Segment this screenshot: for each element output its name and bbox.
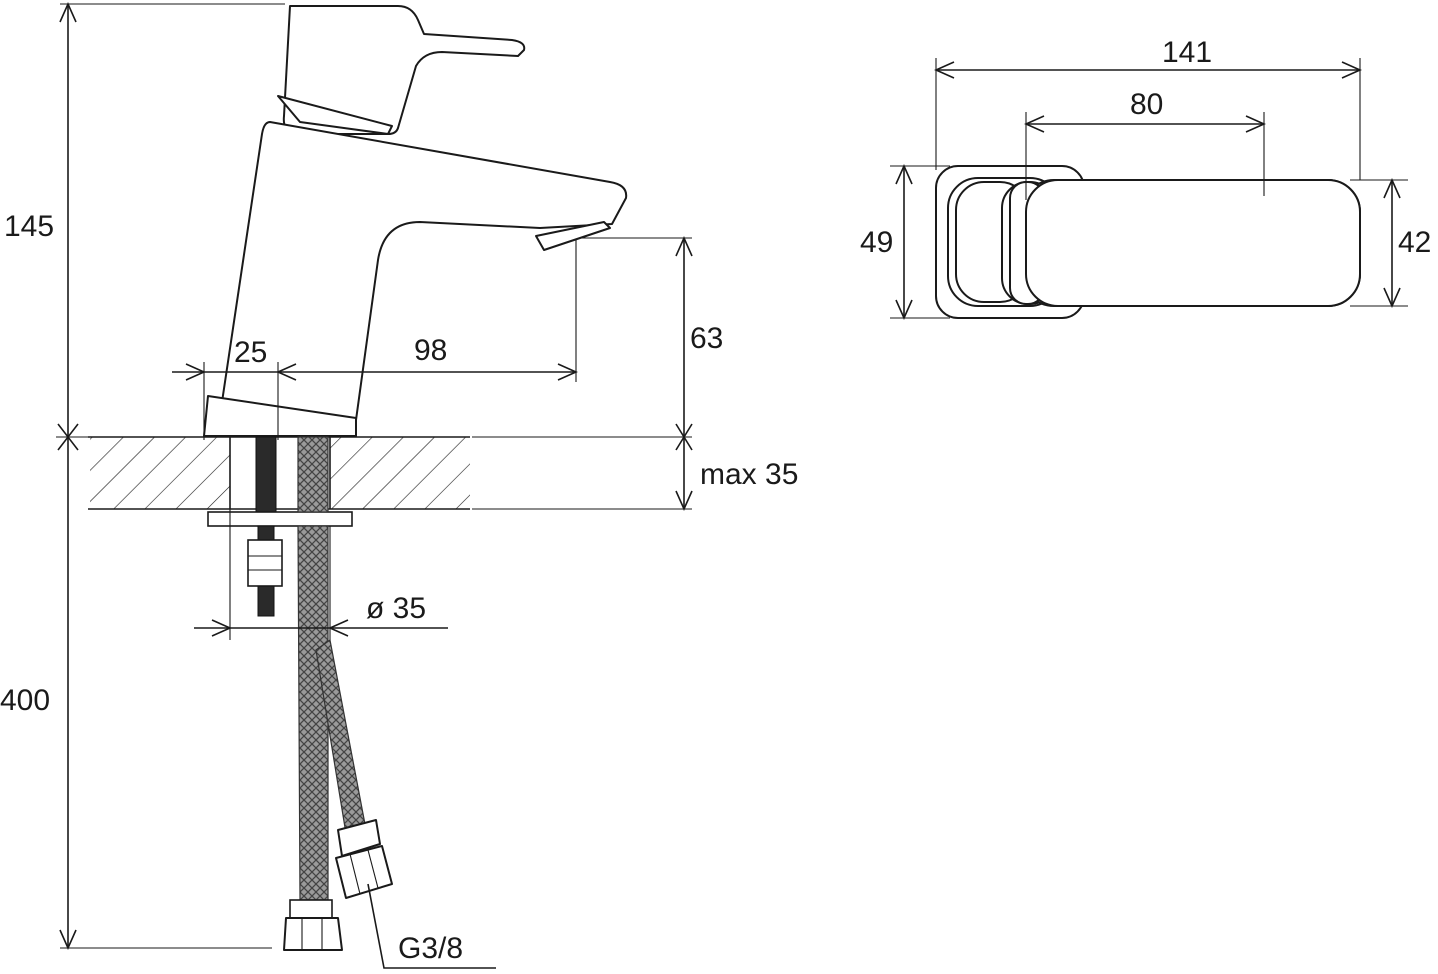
countertop-section — [88, 436, 470, 510]
label-spout-height: 63 — [690, 322, 723, 355]
dimension-lines-side — [56, 2, 693, 969]
label-total-height: 145 — [4, 210, 54, 243]
mounting-hardware — [207, 436, 353, 617]
label-handle-length: 80 — [1130, 88, 1163, 121]
label-top-view-length: 141 — [1162, 36, 1212, 69]
supply-hoses — [283, 436, 393, 951]
label-handle-width: 42 — [1398, 226, 1431, 259]
label-counter-thickness: max 35 — [700, 458, 798, 491]
label-spout-reach: 98 — [414, 334, 447, 367]
label-hose-length: 400 — [0, 684, 50, 717]
label-base-width: 49 — [860, 226, 893, 259]
dimension-lines-top — [890, 58, 1408, 320]
aerator — [535, 221, 611, 251]
label-base-offset: 25 — [234, 336, 267, 369]
spout-body — [221, 121, 628, 421]
dimension-labels: 145 400 25 98 63 max 35 ø 35 G3/8 141 80… — [0, 36, 1431, 965]
faucet-top-view — [935, 165, 1361, 319]
label-hole-diameter: ø 35 — [366, 592, 426, 625]
faucet-side-view — [203, 5, 628, 437]
base-plate — [203, 395, 357, 437]
label-connection-thread: G3/8 — [398, 932, 463, 965]
